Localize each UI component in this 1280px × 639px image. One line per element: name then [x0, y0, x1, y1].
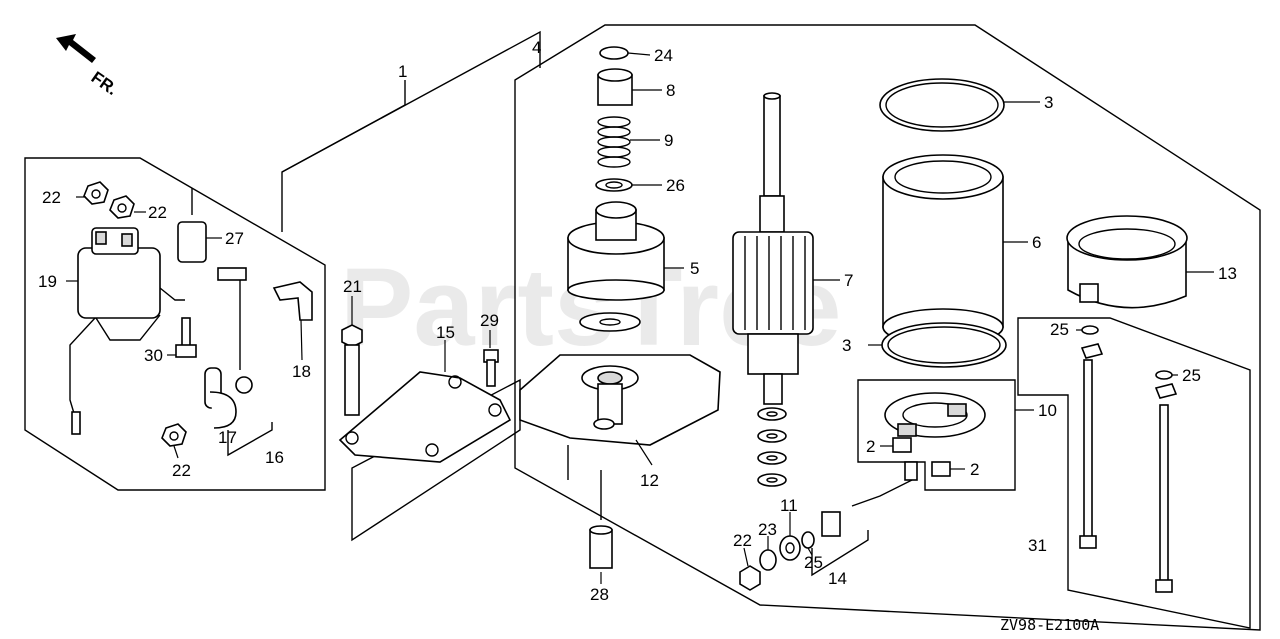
- callout-17: 17: [218, 428, 237, 447]
- callout-12: 12: [640, 471, 659, 490]
- cable-17-part: [204, 367, 237, 429]
- callout-27: 27: [225, 229, 244, 248]
- brush-holder-outline: [857, 379, 1016, 491]
- callout-29: 29: [480, 311, 499, 330]
- callout-31: 31: [1028, 536, 1047, 555]
- callout-13: 13: [1218, 264, 1237, 283]
- solenoid-part: [69, 227, 185, 435]
- through-bolt-31-a: [1079, 359, 1097, 549]
- callout-22-b: 22: [148, 203, 167, 222]
- nut-22-c: [161, 423, 187, 447]
- snap-ring-24: [599, 46, 629, 60]
- cap-27-part: [177, 188, 207, 263]
- washer-stack: [757, 407, 787, 487]
- brush-2-a: [892, 437, 912, 453]
- callout-22-a: 22: [42, 188, 61, 207]
- nut-22-b: [109, 195, 135, 219]
- armature-7: [732, 92, 814, 405]
- through-bolt-31-b: [1155, 404, 1173, 593]
- drawing-code: ZV98-E2100A: [1000, 616, 1099, 634]
- pinion-gear-5: [567, 201, 665, 301]
- washer-25-c: [801, 531, 815, 549]
- callout-1: 1: [398, 62, 407, 81]
- callout-22-c: 22: [172, 461, 191, 480]
- callout-10: 10: [1038, 401, 1057, 420]
- stop-collar-8: [597, 68, 633, 106]
- callout-18: 18: [292, 362, 311, 381]
- spring-9: [597, 116, 631, 168]
- front-direction-arrow-icon: [56, 34, 96, 63]
- brush-2-b: [931, 461, 951, 477]
- callout-4: 4: [532, 38, 541, 57]
- washer-25-a: [1081, 325, 1099, 335]
- mounting-plate-15: [338, 371, 512, 463]
- callout-15: 15: [436, 323, 455, 342]
- yoke-6: [882, 154, 1004, 346]
- callout-2-b: 2: [970, 460, 979, 479]
- front-direction-label: FR.: [88, 68, 121, 99]
- bolt-21-part: [341, 324, 363, 416]
- callout-25-a: 25: [1050, 320, 1069, 339]
- callout-6: 6: [1032, 233, 1041, 252]
- bolt-29-part: [483, 349, 499, 387]
- callout-14: 14: [828, 569, 847, 588]
- washer-pinion: [579, 312, 641, 332]
- o-ring-3-bottom: [881, 322, 1007, 368]
- through-bolt-outline: [1017, 317, 1251, 629]
- callout-3-top: 3: [1044, 93, 1053, 112]
- callout-8: 8: [666, 81, 675, 100]
- callout-21: 21: [343, 277, 362, 296]
- cable-18-part: [272, 281, 313, 321]
- leader-14: [811, 530, 869, 577]
- cable-16-part: [217, 267, 253, 394]
- end-cover-13: [1066, 215, 1188, 309]
- leader-16-17: [227, 422, 273, 457]
- solenoid-group-outline: [24, 157, 326, 491]
- callout-23: 23: [758, 520, 777, 539]
- callout-26: 26: [666, 176, 685, 195]
- bolt-30-part: [175, 317, 197, 358]
- callout-22-d: 22: [733, 531, 752, 550]
- nut-11: [779, 535, 801, 561]
- leader-lines: [66, 52, 1214, 584]
- gear-housing-12: [519, 354, 721, 446]
- callout-19: 19: [38, 272, 57, 291]
- callout-25-b: 25: [1182, 366, 1201, 385]
- callout-16: 16: [265, 448, 284, 467]
- nut-22-d: [739, 565, 761, 591]
- callout-3-bottom: 3: [842, 336, 851, 355]
- nut-22-a: [83, 181, 109, 205]
- plate-25-a: [1080, 343, 1104, 359]
- washer-26: [595, 178, 633, 192]
- callout-7: 7: [844, 271, 853, 290]
- callout-2-a: 2: [866, 437, 875, 456]
- leader-4: [281, 30, 541, 173]
- callout-5: 5: [690, 259, 699, 278]
- terminal-14: [821, 461, 918, 537]
- callout-25-c: 25: [804, 553, 823, 572]
- callout-9: 9: [664, 131, 673, 150]
- callout-11: 11: [780, 496, 798, 515]
- starter-assembly-outline: [514, 24, 1261, 631]
- collar-28-part: [589, 470, 613, 569]
- callout-24: 24: [654, 46, 673, 65]
- callout-28: 28: [590, 585, 609, 604]
- o-ring-3-top: [879, 78, 1005, 132]
- washer-23: [759, 549, 777, 571]
- callout-30: 30: [144, 346, 163, 365]
- leader-1: [281, 80, 406, 232]
- washer-25-b: [1155, 370, 1173, 380]
- plate-25-b: [1154, 383, 1178, 399]
- brush-holder-10: [884, 392, 986, 438]
